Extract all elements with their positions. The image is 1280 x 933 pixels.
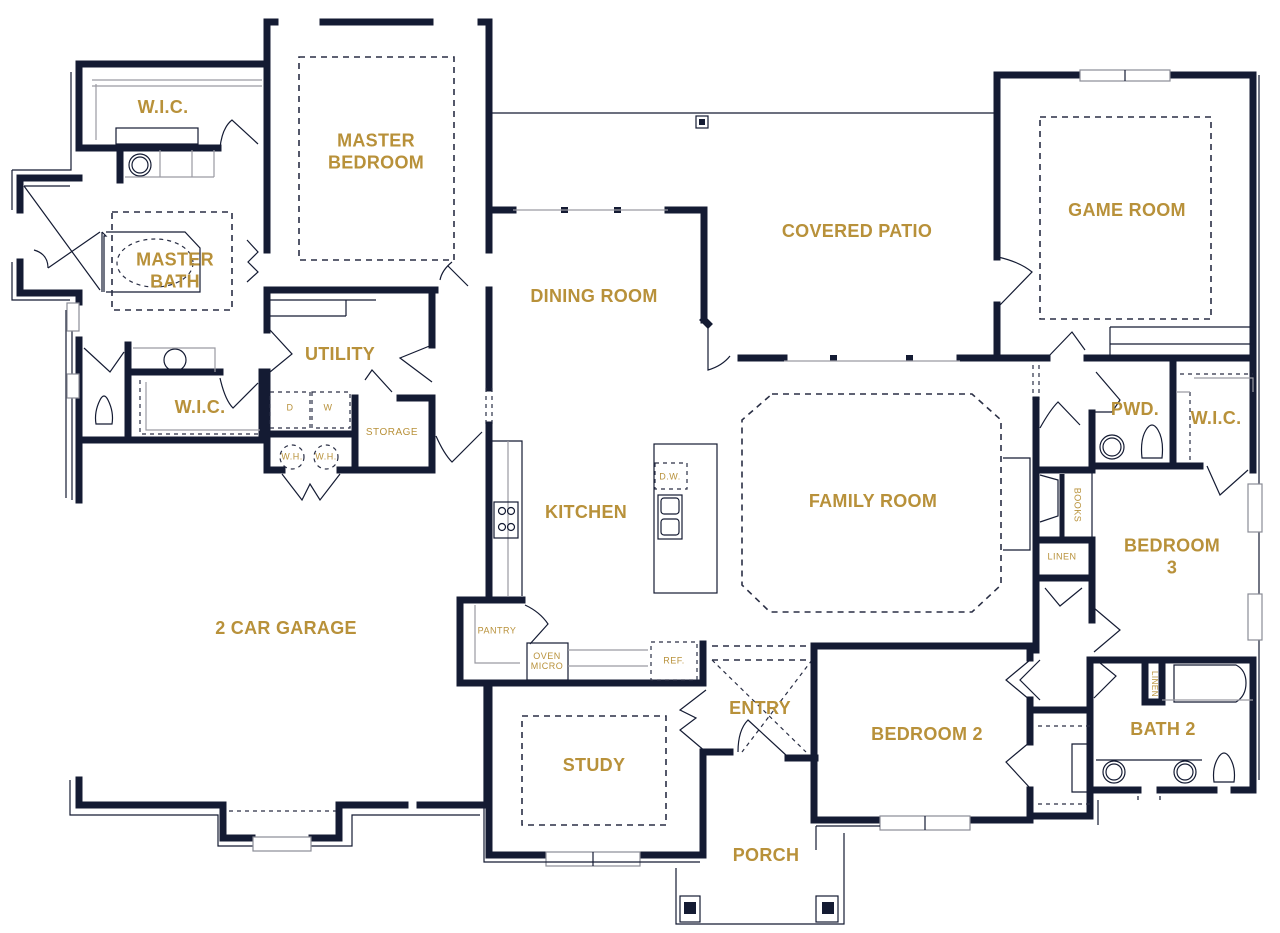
room-label-game-room: GAME ROOM [1068,200,1186,221]
room-label-two-car-garage: 2 CAR GARAGE [215,618,357,639]
window [66,373,80,399]
room-label-entry: ENTRY [729,698,791,719]
fixture-label-pantry: PANTRY [477,625,517,636]
window [66,302,80,332]
fixture-label-oven-micro: OVEN MICRO [530,651,564,671]
room-label-storage: STORAGE [365,427,419,438]
fixture-label-dishwasher: D.W. [659,471,681,482]
window [1247,483,1263,533]
room-label-covered-patio: COVERED PATIO [781,221,933,242]
fixture-label-linen-hall: LINEN [1047,551,1077,562]
window [252,836,312,852]
fixture-label-refrigerator: REF. [663,655,685,666]
room-label-powder: PWD. [1110,399,1160,420]
room-label-master-bedroom: MASTER BEDROOM [327,130,425,172]
room-label-wic-bath: W.I.C. [174,397,226,418]
room-label-wic-master: W.I.C. [137,97,189,118]
family-room-area [741,393,1002,613]
fixture-label-washer: W [323,402,333,413]
room-label-utility: UTILITY [304,344,376,365]
room-label-porch: PORCH [732,845,800,866]
porch-outline [675,833,845,925]
fixture-label-water-heater-1: W.H. [281,451,303,462]
fixture-label-linen-bath2: LINEN [1149,670,1159,698]
fixture-label-dryer: D [286,402,294,413]
room-label-dining-room: DINING ROOM [530,286,658,307]
master-bath-area [111,211,233,311]
exterior-outline [11,72,73,500]
room-label-study: STUDY [562,755,626,776]
study-area [521,715,667,826]
fixture-label-water-heater-2: W.H. [315,451,337,462]
master-bedroom-area [298,56,455,261]
room-label-wic-bedroom3: W.I.C. [1190,408,1242,429]
room-label-bath-2: BATH 2 [1130,719,1196,740]
room-label-kitchen: KITCHEN [544,502,628,523]
fixture-label-books: BOOKS [1072,487,1083,523]
window [1247,593,1263,641]
kitchen-island [653,443,718,594]
room-label-bedroom-2: BEDROOM 2 [871,724,983,745]
master-suite-walls [16,18,493,504]
room-label-family-room: FAMILY ROOM [808,491,938,512]
room-label-master-bath: MASTER BATH [136,249,214,291]
room-label-bedroom-3: BEDROOM 3 [1123,535,1221,577]
